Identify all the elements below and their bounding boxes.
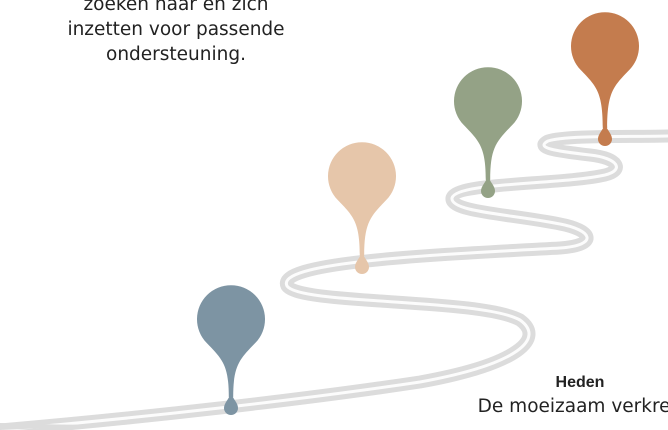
road-taper (0, 423, 140, 430)
pin-peach (327, 142, 396, 274)
pin-green-head (454, 67, 522, 180)
heden-title: Heden (555, 374, 605, 391)
intro-line-3: ondersteuning. (106, 44, 246, 65)
intro-text: zoeken naar en zich inzetten voor passen… (0, 0, 352, 67)
milestone-pins (197, 12, 639, 415)
pin-blue-head (197, 285, 265, 397)
intro-line-2: inzetten voor passende (67, 19, 285, 40)
pin-orange-drop (598, 124, 612, 146)
pin-peach-head (327, 142, 396, 256)
intro-line-1: zoeken naar en zich (83, 0, 269, 15)
pin-blue-drop (224, 393, 238, 415)
road-center-line (0, 134, 668, 430)
winding-road (0, 129, 668, 430)
pin-green-drop (481, 176, 495, 198)
pin-blue (197, 285, 265, 415)
pin-peach-drop (355, 252, 369, 274)
heden-description: De moeizaam verkreg (477, 396, 668, 417)
pin-orange (571, 12, 639, 146)
heden-block: Heden De moeizaam verkreg (404, 372, 668, 420)
pin-green (454, 67, 522, 198)
pin-orange-head (571, 12, 639, 129)
